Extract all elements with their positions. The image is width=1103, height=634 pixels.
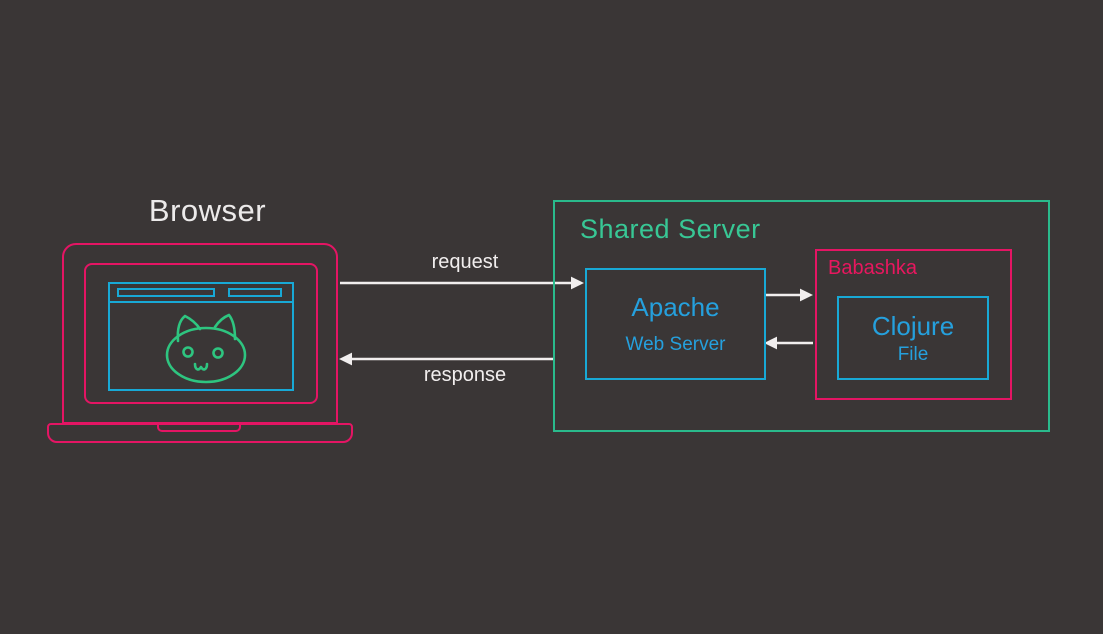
laptop-base xyxy=(47,423,353,443)
clojure-title: Clojure xyxy=(871,310,955,341)
shared-server-title: Shared Server xyxy=(580,214,761,244)
response-label: response xyxy=(423,364,507,386)
response-arrowhead xyxy=(339,352,352,366)
apache-title: Apache xyxy=(631,292,720,322)
shared-server-box: Shared Server Apache Web Server Babashka… xyxy=(553,200,1050,432)
cat-icon xyxy=(165,313,247,384)
browser-toolbar xyxy=(110,284,292,303)
laptop-trackpad-notch xyxy=(157,425,241,432)
tab-bar xyxy=(228,288,282,297)
request-label: request xyxy=(431,251,499,273)
babashka-title: Babashka xyxy=(828,257,917,279)
apache-box: Apache Web Server xyxy=(585,268,766,380)
babashka-box: Babashka Clojure File xyxy=(815,249,1012,400)
address-bar xyxy=(117,288,215,297)
apache-subtitle: Web Server xyxy=(625,334,726,355)
laptop-bezel xyxy=(84,263,318,404)
browser-title: Browser xyxy=(148,193,267,228)
browser-window xyxy=(108,282,294,391)
clojure-subtitle: File xyxy=(897,343,929,365)
clojure-file-box: Clojure File xyxy=(837,296,989,380)
